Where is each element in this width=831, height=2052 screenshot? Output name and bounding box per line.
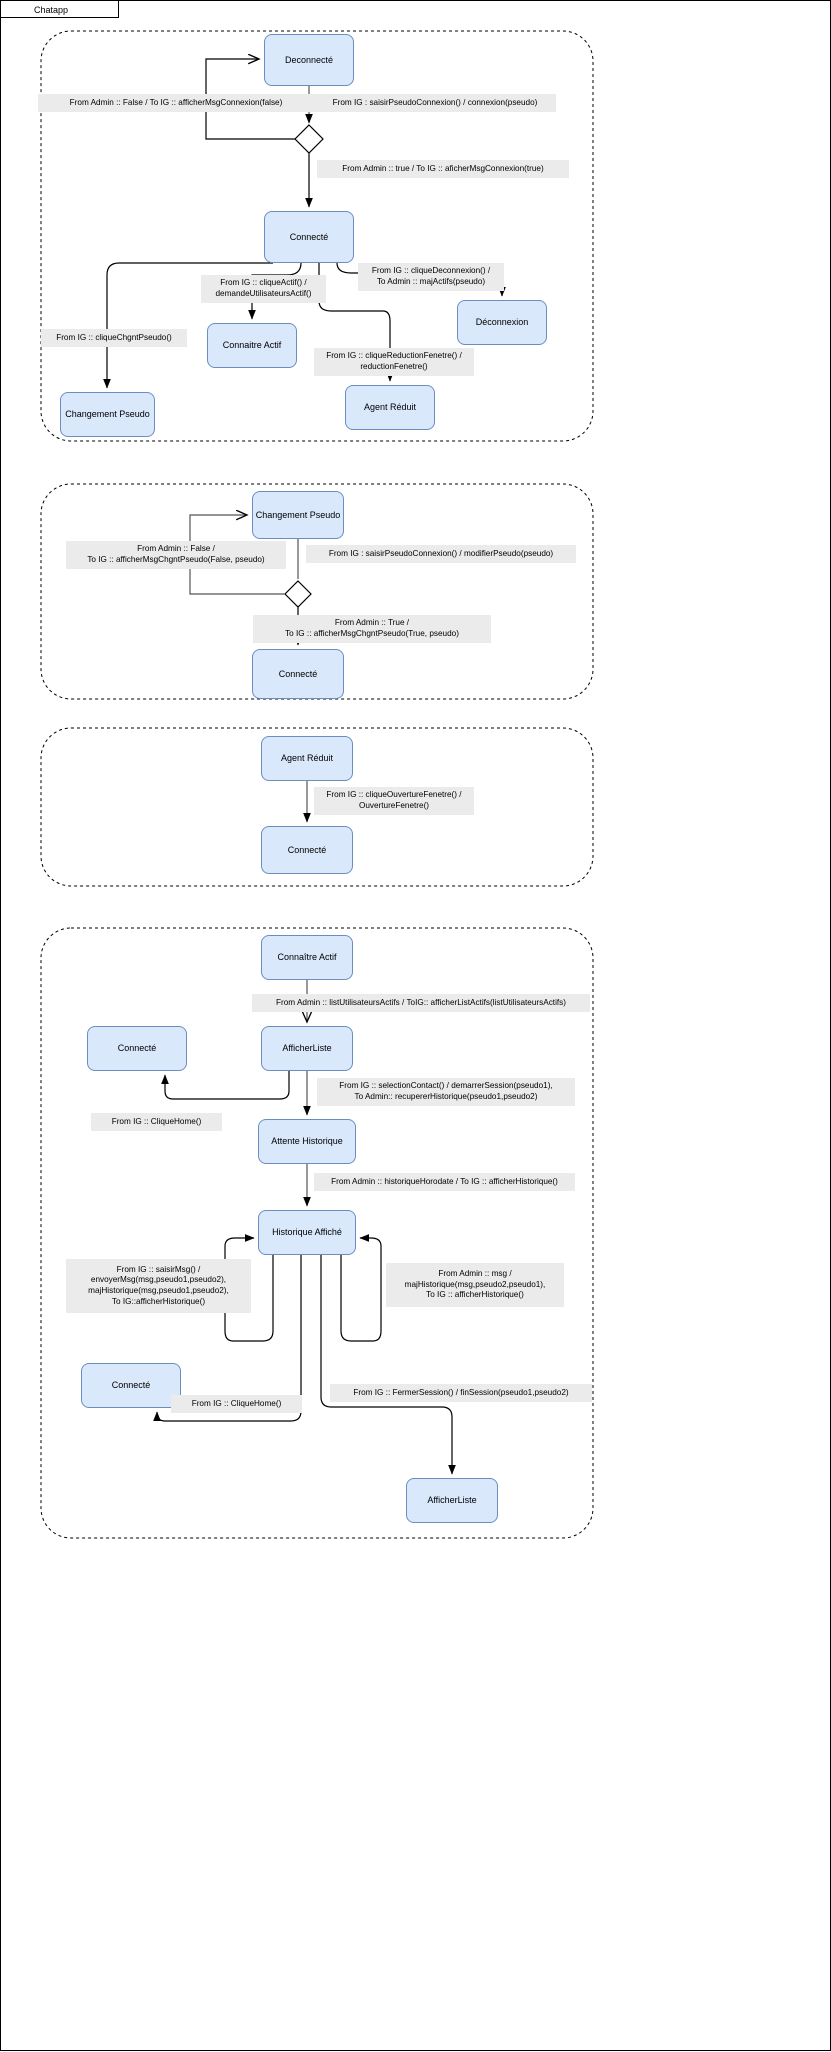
transition-label-text: From IG :: cliqueOuvertureFenetre() / Ou… xyxy=(326,790,462,810)
transition-label: From IG :: cliqueActif() / demandeUtilis… xyxy=(201,275,326,303)
transition-label: From IG :: selectionContact() / demarrer… xyxy=(317,1078,575,1106)
transition-label: From IG :: CliqueHome() xyxy=(91,1113,222,1131)
transition-label-text: From IG :: cliqueActif() / demandeUtilis… xyxy=(215,278,312,298)
state-attente-historique[interactable]: Attente Historique xyxy=(258,1119,356,1164)
state-connecte[interactable]: Connecté xyxy=(261,826,353,874)
state-label: Déconnexion xyxy=(475,317,529,328)
state-connecte[interactable]: Connecté xyxy=(264,211,354,263)
state-label: AfficherListe xyxy=(427,1495,477,1506)
state-label: Connecté xyxy=(278,668,318,679)
transition-label-text: From IG :: selectionContact() / demarrer… xyxy=(339,1081,553,1101)
state-label: Agent Réduit xyxy=(280,753,334,764)
state-deconnexion[interactable]: Déconnexion xyxy=(457,300,547,345)
transition-label-text: From IG :: CliqueHome() xyxy=(191,1398,282,1408)
state-label: Deconnecté xyxy=(284,54,334,65)
transition-label: From Admin :: True / To IG :: afficherMs… xyxy=(253,615,491,643)
transition-label: From IG :: cliqueReductionFenetre() / re… xyxy=(314,348,474,376)
state-afficher-liste[interactable]: AfficherListe xyxy=(261,1026,353,1071)
transition-label-text: From Admin :: true / To IG :: aficherMsg… xyxy=(342,163,544,173)
state-label: Changement Pseudo xyxy=(255,509,341,520)
state-label: Historique Affiché xyxy=(272,1227,342,1238)
state-connaitre-actif[interactable]: Connaître Actif xyxy=(261,935,353,980)
state-changement-pseudo[interactable]: Changement Pseudo xyxy=(60,392,155,437)
state-agent-reduit[interactable]: Agent Réduit xyxy=(261,736,353,781)
transition-label: From Admin :: listUtilisateursActifs / T… xyxy=(252,994,590,1012)
state-connaitre-actif[interactable]: Connaitre Actif xyxy=(207,323,297,368)
transition-label: From IG : saisirPseudoConnexion() / modi… xyxy=(306,545,576,563)
state-label: Connaître Actif xyxy=(277,952,337,963)
state-afficher-liste[interactable]: AfficherListe xyxy=(406,1478,498,1523)
transition-label-text: From Admin :: listUtilisateursActifs / T… xyxy=(276,997,566,1007)
state-label: AfficherListe xyxy=(282,1043,332,1054)
state-deconnecte[interactable]: Deconnecté xyxy=(264,34,354,86)
transition-label: From Admin :: False / To IG :: afficherM… xyxy=(38,94,314,112)
transition-label: From IG :: saisirMsg() / envoyerMsg(msg,… xyxy=(66,1259,251,1313)
transition-label-text: From Admin :: False / To IG :: afficherM… xyxy=(69,97,283,107)
transition-label-text: From IG : saisirPseudoConnexion() / conn… xyxy=(332,97,538,107)
transition-label-text: From Admin :: True / To IG :: afficherMs… xyxy=(285,618,459,638)
transition-label-text: From Admin :: msg / majHistorique(msg,ps… xyxy=(404,1269,546,1300)
transition-label-text: From IG :: cliqueChgntPseudo() xyxy=(56,332,172,342)
transition-label-text: From IG :: cliqueReductionFenetre() / re… xyxy=(326,351,462,371)
state-label: Connecté xyxy=(287,844,327,855)
state-label: Connecté xyxy=(289,231,329,242)
state-historique-affiche[interactable]: Historique Affiché xyxy=(258,1210,356,1255)
window-tab-label: Chatapp xyxy=(33,4,69,15)
transition-label: From IG :: cliqueOuvertureFenetre() / Ou… xyxy=(314,787,474,815)
state-label: Connecté xyxy=(111,1380,151,1391)
transition-label-text: From IG :: FermerSession() / finSession(… xyxy=(353,1387,569,1397)
state-connecte[interactable]: Connecté xyxy=(252,649,344,699)
state-changement-pseudo[interactable]: Changement Pseudo xyxy=(252,491,344,539)
transition-label-text: From IG :: cliqueDeconnexion() / To Admi… xyxy=(371,266,491,286)
transition-label: From Admin :: historiqueHorodate / To IG… xyxy=(314,1173,575,1191)
state-connecte[interactable]: Connecté xyxy=(81,1363,181,1408)
transition-label: From Admin :: true / To IG :: aficherMsg… xyxy=(317,160,569,178)
transition-label-text: From IG : saisirPseudoConnexion() / modi… xyxy=(328,548,554,558)
transition-label: From Admin :: msg / majHistorique(msg,ps… xyxy=(386,1263,564,1307)
state-label: Changement Pseudo xyxy=(65,409,150,420)
transition-label: From IG :: cliqueChgntPseudo() xyxy=(41,329,187,347)
window-tab[interactable]: Chatapp xyxy=(1,1,119,18)
state-label: Connaitre Actif xyxy=(222,340,282,351)
state-connecte[interactable]: Connecté xyxy=(87,1026,187,1071)
transition-label: From IG :: FermerSession() / finSession(… xyxy=(330,1384,592,1402)
transition-label-text: From Admin :: historiqueHorodate / To IG… xyxy=(331,1176,558,1186)
transition-label-text: From Admin :: False / To IG :: afficherM… xyxy=(87,544,265,564)
state-label: Agent Réduit xyxy=(363,402,417,413)
transition-label: From IG :: cliqueDeconnexion() / To Admi… xyxy=(358,263,504,291)
state-label: Attente Historique xyxy=(271,1136,343,1147)
transition-label-text: From IG :: CliqueHome() xyxy=(111,1116,202,1126)
transition-label: From IG : saisirPseudoConnexion() / conn… xyxy=(314,94,556,112)
transition-label: From IG :: CliqueHome() xyxy=(171,1395,302,1413)
transition-label: From Admin :: False / To IG :: afficherM… xyxy=(66,541,286,569)
transition-label-text: From IG :: saisirMsg() / envoyerMsg(msg,… xyxy=(88,1264,229,1306)
state-label: Connecté xyxy=(117,1043,157,1054)
state-agent-reduit[interactable]: Agent Réduit xyxy=(345,385,435,430)
